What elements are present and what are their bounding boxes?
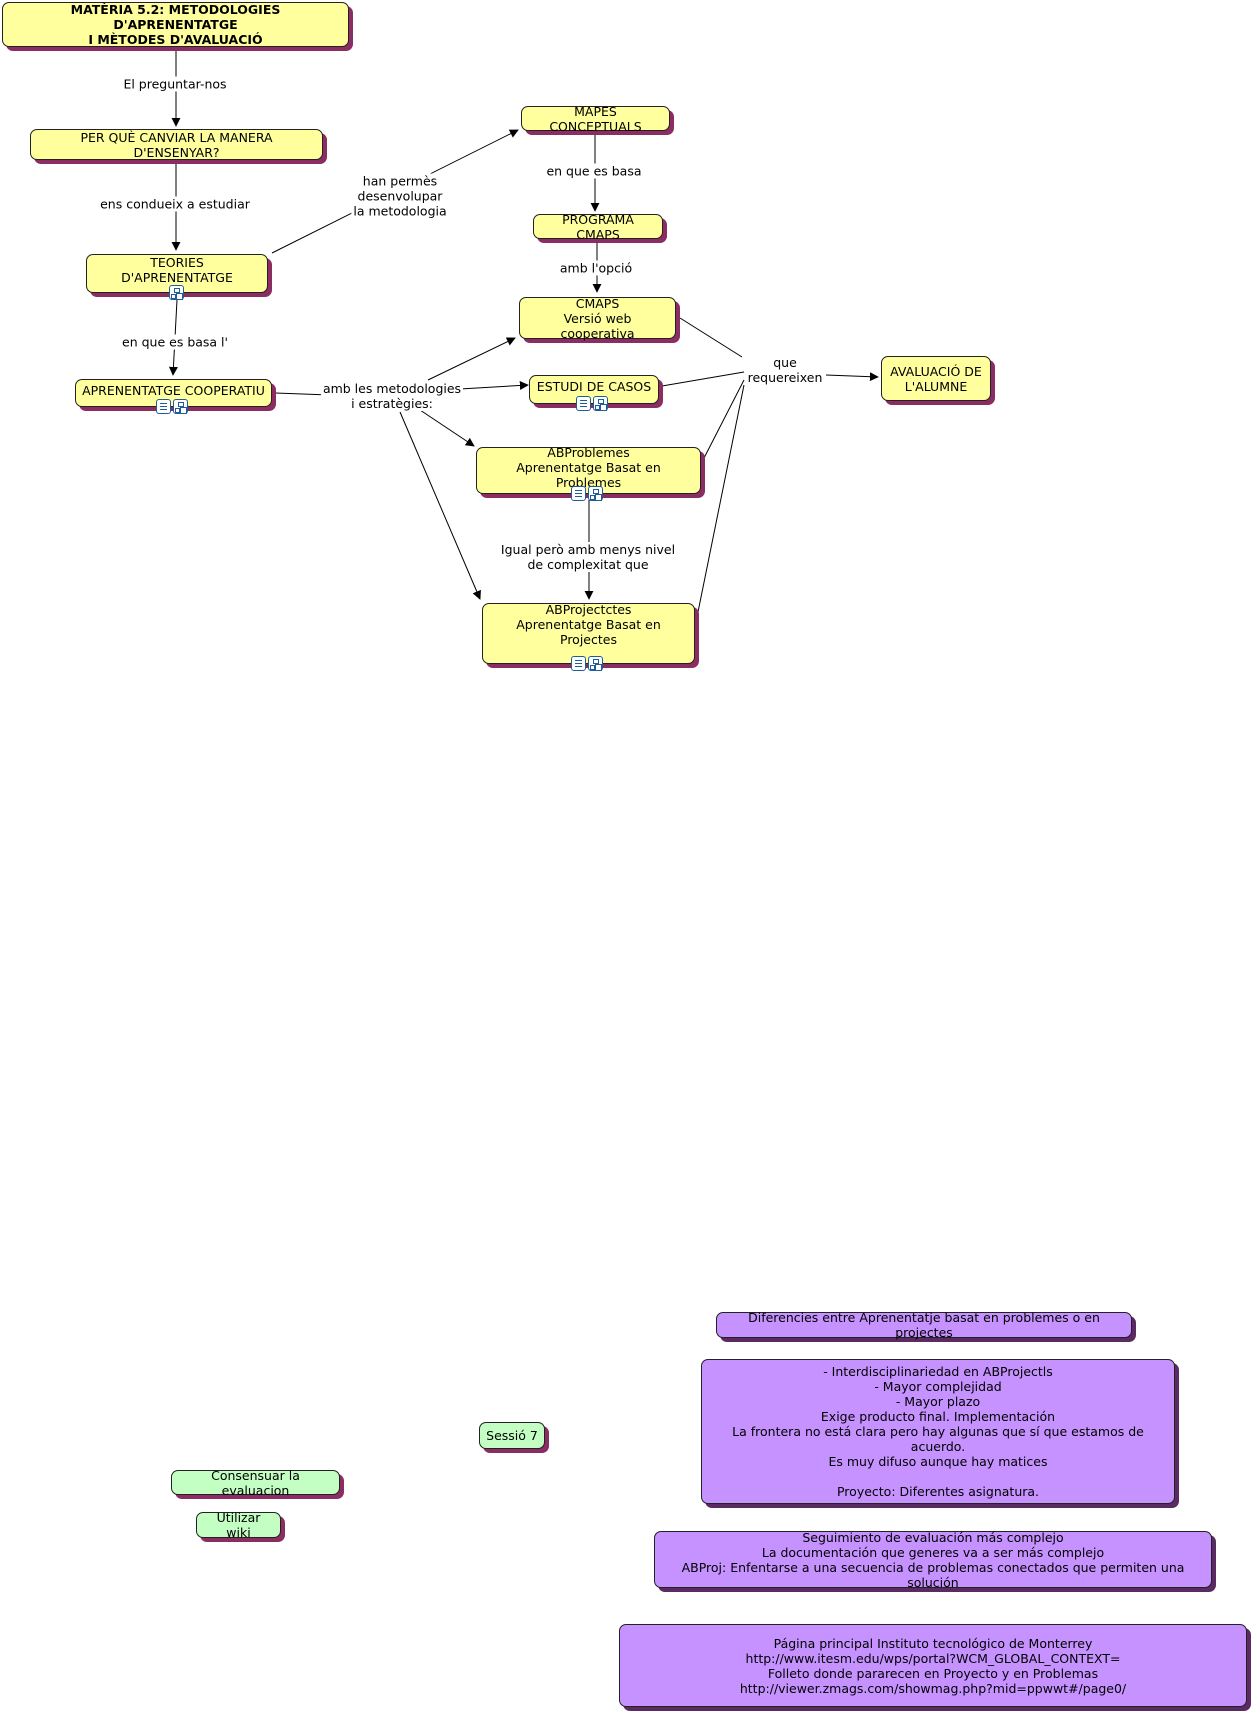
node-abprojectes[interactable]: ABProjectctes Aprenentatge Basat en Proj… <box>482 602 695 664</box>
casos-icons <box>576 396 608 411</box>
cooperatiu-icons <box>156 399 188 414</box>
note-seguimiento[interactable]: Seguimiento de evaluación más complejo L… <box>654 1530 1212 1590</box>
teories-icons <box>169 285 184 300</box>
link-permes: han permès desenvolupar la metodologia <box>351 173 449 219</box>
node-mapes-conceptuals[interactable]: MAPES CONCEPTUALS <box>521 104 670 134</box>
concept-map-icon[interactable] <box>173 399 188 414</box>
node-consensuar[interactable]: Consensuar la evaluacion <box>171 1468 340 1498</box>
link-condueix: ens condueix a estudiar <box>98 196 252 212</box>
node-programa-cmaps[interactable]: PROGRAMA CMAPS <box>533 212 663 242</box>
link-preguntar: El preguntar-nos <box>121 76 229 92</box>
document-icon[interactable] <box>156 399 171 414</box>
concept-map-icon[interactable] <box>588 486 603 501</box>
concept-map-icon[interactable] <box>588 656 603 671</box>
concept-map-icon[interactable] <box>169 285 184 300</box>
node-utilizar-wiki[interactable]: Utilizar wiki <box>196 1510 281 1540</box>
abproblemes-icons <box>571 486 603 501</box>
note-pagina-principal[interactable]: Página principal Instituto tecnológico d… <box>619 1624 1247 1707</box>
link-opcio: amb l'opció <box>557 260 635 276</box>
abprojectes-icons <box>571 656 603 671</box>
node-materia[interactable]: MATÈRIA 5.2: METODOLOGIES D'APRENENTATGE… <box>2 2 349 47</box>
link-metodologies: amb les metodologies i estratègies: <box>320 381 464 411</box>
link-basa-l: en que es basa l' <box>120 334 230 350</box>
link-requereixen: que requereixen <box>745 355 825 385</box>
document-icon[interactable] <box>576 396 591 411</box>
node-cmaps[interactable]: CMAPS Versió web cooperativa <box>519 296 676 341</box>
node-estudi-casos[interactable]: ESTUDI DE CASOS <box>529 375 659 404</box>
node-per-que-canviar[interactable]: PER QUÈ CANVIAR LA MANERA D'ENSENYAR? <box>30 129 323 160</box>
document-icon[interactable] <box>571 656 586 671</box>
document-icon[interactable] <box>571 486 586 501</box>
concept-map-icon[interactable] <box>593 396 608 411</box>
link-igual: Igual però amb menys nivel de complexita… <box>498 542 678 572</box>
note-interdisciplinariedad[interactable]: - Interdisciplinariedad en ABProjectls -… <box>701 1359 1175 1504</box>
node-sessio-7[interactable]: Sessió 7 <box>479 1422 545 1449</box>
link-basa: en que es basa <box>544 163 644 179</box>
note-diferencies[interactable]: Diferencies entre Aprenentatje basat en … <box>716 1310 1132 1340</box>
node-avaluacio[interactable]: AVALUACIÓ DE L'ALUMNE <box>881 356 991 401</box>
